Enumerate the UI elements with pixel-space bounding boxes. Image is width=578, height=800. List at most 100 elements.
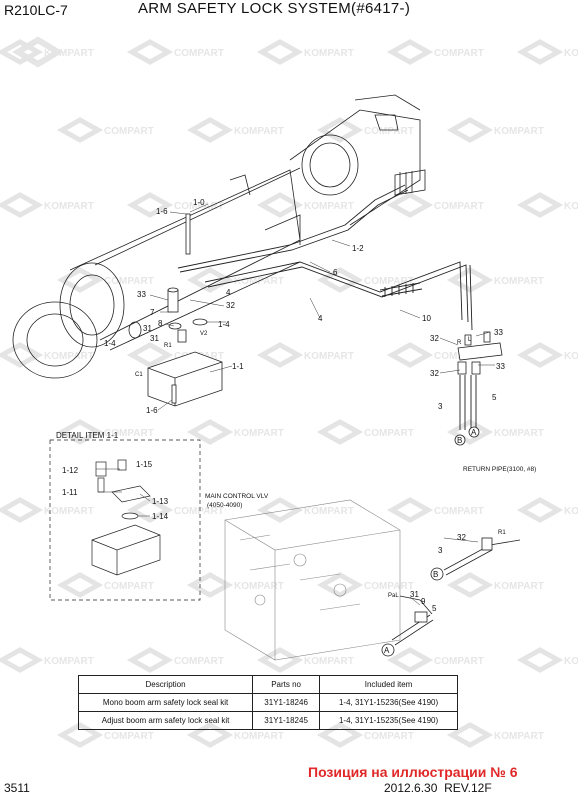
watermark-text: COMPART bbox=[364, 731, 414, 742]
watermark-text: KOMPART bbox=[234, 428, 284, 439]
watermark-text: KOMPART bbox=[494, 731, 544, 742]
watermark-logo bbox=[256, 647, 304, 673]
watermark-pattern bbox=[12, 36, 64, 68]
callout-1-0: 1-0 bbox=[193, 198, 205, 207]
callout-7: 7 bbox=[150, 308, 155, 317]
watermark-text: KOMPART bbox=[564, 201, 578, 212]
watermark-logo bbox=[446, 267, 494, 293]
watermark-logo bbox=[256, 39, 304, 65]
callout-B: B bbox=[457, 436, 463, 445]
callout-3: 3 bbox=[438, 402, 443, 411]
watermark-logo bbox=[516, 192, 564, 218]
watermark-logo bbox=[256, 192, 304, 218]
watermark-text: COMPART bbox=[434, 201, 484, 212]
main-control-valve bbox=[224, 499, 401, 661]
watermark-text: COMPART bbox=[174, 506, 224, 517]
watermark-text: COMPART bbox=[104, 276, 154, 287]
watermark-text: COMPART bbox=[434, 48, 484, 59]
callout-1-4: 1-4 bbox=[218, 320, 230, 329]
watermark-text: KOMPART bbox=[234, 276, 284, 287]
port-pal: PaL bbox=[388, 593, 399, 599]
watermark-logo bbox=[386, 39, 434, 65]
callout-6: 6 bbox=[333, 268, 338, 277]
callout-32-b: 32 bbox=[430, 334, 439, 343]
watermark-logo bbox=[126, 192, 174, 218]
right-fittings bbox=[454, 331, 503, 446]
watermark-text: COMPART bbox=[434, 656, 484, 667]
watermark-text: COMPART bbox=[364, 581, 414, 592]
cell-included-item: 1-4, 31Y1-15236(See 4190) bbox=[319, 693, 458, 712]
lock-valve bbox=[128, 213, 223, 407]
watermark-text: COMPART bbox=[104, 126, 154, 137]
detail-item-1-14: 1-14 bbox=[152, 512, 169, 521]
table-row: Adjust boom arm safety lock seal kit 31Y… bbox=[77, 711, 458, 730]
watermark-logo bbox=[516, 497, 564, 523]
watermark-logo bbox=[56, 722, 104, 748]
watermark-logo bbox=[516, 39, 564, 65]
watermark-text: KOMPART bbox=[564, 351, 578, 362]
parts-table: Description Parts no Included item Mono … bbox=[77, 675, 458, 730]
watermark-text: COMPART bbox=[434, 506, 484, 517]
watermark-logo bbox=[446, 722, 494, 748]
watermark-text: COMPART bbox=[104, 581, 154, 592]
callout-5-b: 5 bbox=[432, 604, 437, 613]
page-number: 3511 bbox=[4, 781, 30, 795]
callout-9: 9 bbox=[421, 597, 426, 606]
watermark-logo bbox=[56, 267, 104, 293]
port-c1: C1 bbox=[135, 372, 143, 378]
port-r1-b: R1 bbox=[498, 530, 506, 536]
watermark-logo bbox=[516, 342, 564, 368]
watermark-text: KOMPART bbox=[234, 126, 284, 137]
watermark-logo bbox=[256, 342, 304, 368]
callout-A-b: A bbox=[384, 646, 390, 655]
date-text: 2012.6.30 bbox=[384, 781, 438, 795]
watermark-text: COMPART bbox=[174, 48, 224, 59]
col-parts-no: Parts no bbox=[252, 675, 321, 694]
watermark-logo bbox=[316, 117, 364, 143]
watermark-logo bbox=[186, 267, 234, 293]
detail-box bbox=[49, 439, 201, 601]
callout-3-b: 3 bbox=[438, 546, 443, 555]
watermark-logo bbox=[126, 647, 174, 673]
port-r1: R1 bbox=[164, 343, 172, 349]
watermark-text: COMPART bbox=[174, 201, 224, 212]
callout-32-c: 32 bbox=[430, 369, 439, 378]
watermark-logo bbox=[316, 267, 364, 293]
col-included-item: Included item bbox=[319, 675, 458, 694]
watermark-text: COMPART bbox=[364, 276, 414, 287]
callout-32-d: 32 bbox=[457, 533, 466, 542]
watermark-logo bbox=[56, 419, 104, 445]
watermark-logo bbox=[186, 572, 234, 598]
watermark-text: KOMPART bbox=[304, 656, 354, 667]
callout-4-b: 4 bbox=[226, 288, 231, 297]
cell-description: Adjust boom arm safety lock seal kit bbox=[77, 711, 254, 730]
leader-lines bbox=[96, 203, 495, 606]
callout-32: 32 bbox=[226, 301, 235, 310]
cell-parts-no: 31Y1-18246 bbox=[252, 693, 321, 712]
return-pipe-note: RETURN PIPE(3100, #8) bbox=[463, 466, 537, 473]
watermark-text: COMPART bbox=[104, 428, 154, 439]
watermark-logo bbox=[0, 647, 44, 673]
port-v2: V2 bbox=[200, 331, 208, 337]
cell-description: Mono boom arm safety lock seal kit bbox=[77, 693, 254, 712]
pipes bbox=[177, 184, 477, 430]
watermark-logo bbox=[0, 192, 44, 218]
col-description: Description bbox=[77, 675, 254, 694]
watermark-logo bbox=[386, 192, 434, 218]
table-row: Mono boom arm safety lock seal kit 31Y1-… bbox=[77, 693, 458, 712]
port-r: R bbox=[457, 340, 462, 346]
detail-item-1-11: 1-11 bbox=[62, 488, 78, 497]
model-label: R210LC-7 bbox=[4, 2, 68, 18]
watermark-logo bbox=[386, 497, 434, 523]
watermark-logo bbox=[386, 342, 434, 368]
boom-body bbox=[12, 94, 426, 379]
watermark-text: KOMPART bbox=[44, 351, 94, 362]
watermark-text: COMPART bbox=[104, 731, 154, 742]
callout-33-b: 33 bbox=[494, 328, 503, 337]
watermark-text: KOMPART bbox=[44, 48, 94, 59]
watermark-text: KOMPART bbox=[564, 656, 578, 667]
callout-4: 4 bbox=[318, 314, 323, 323]
callout-A: A bbox=[471, 428, 477, 437]
callout-1-6: 1-6 bbox=[156, 207, 168, 216]
